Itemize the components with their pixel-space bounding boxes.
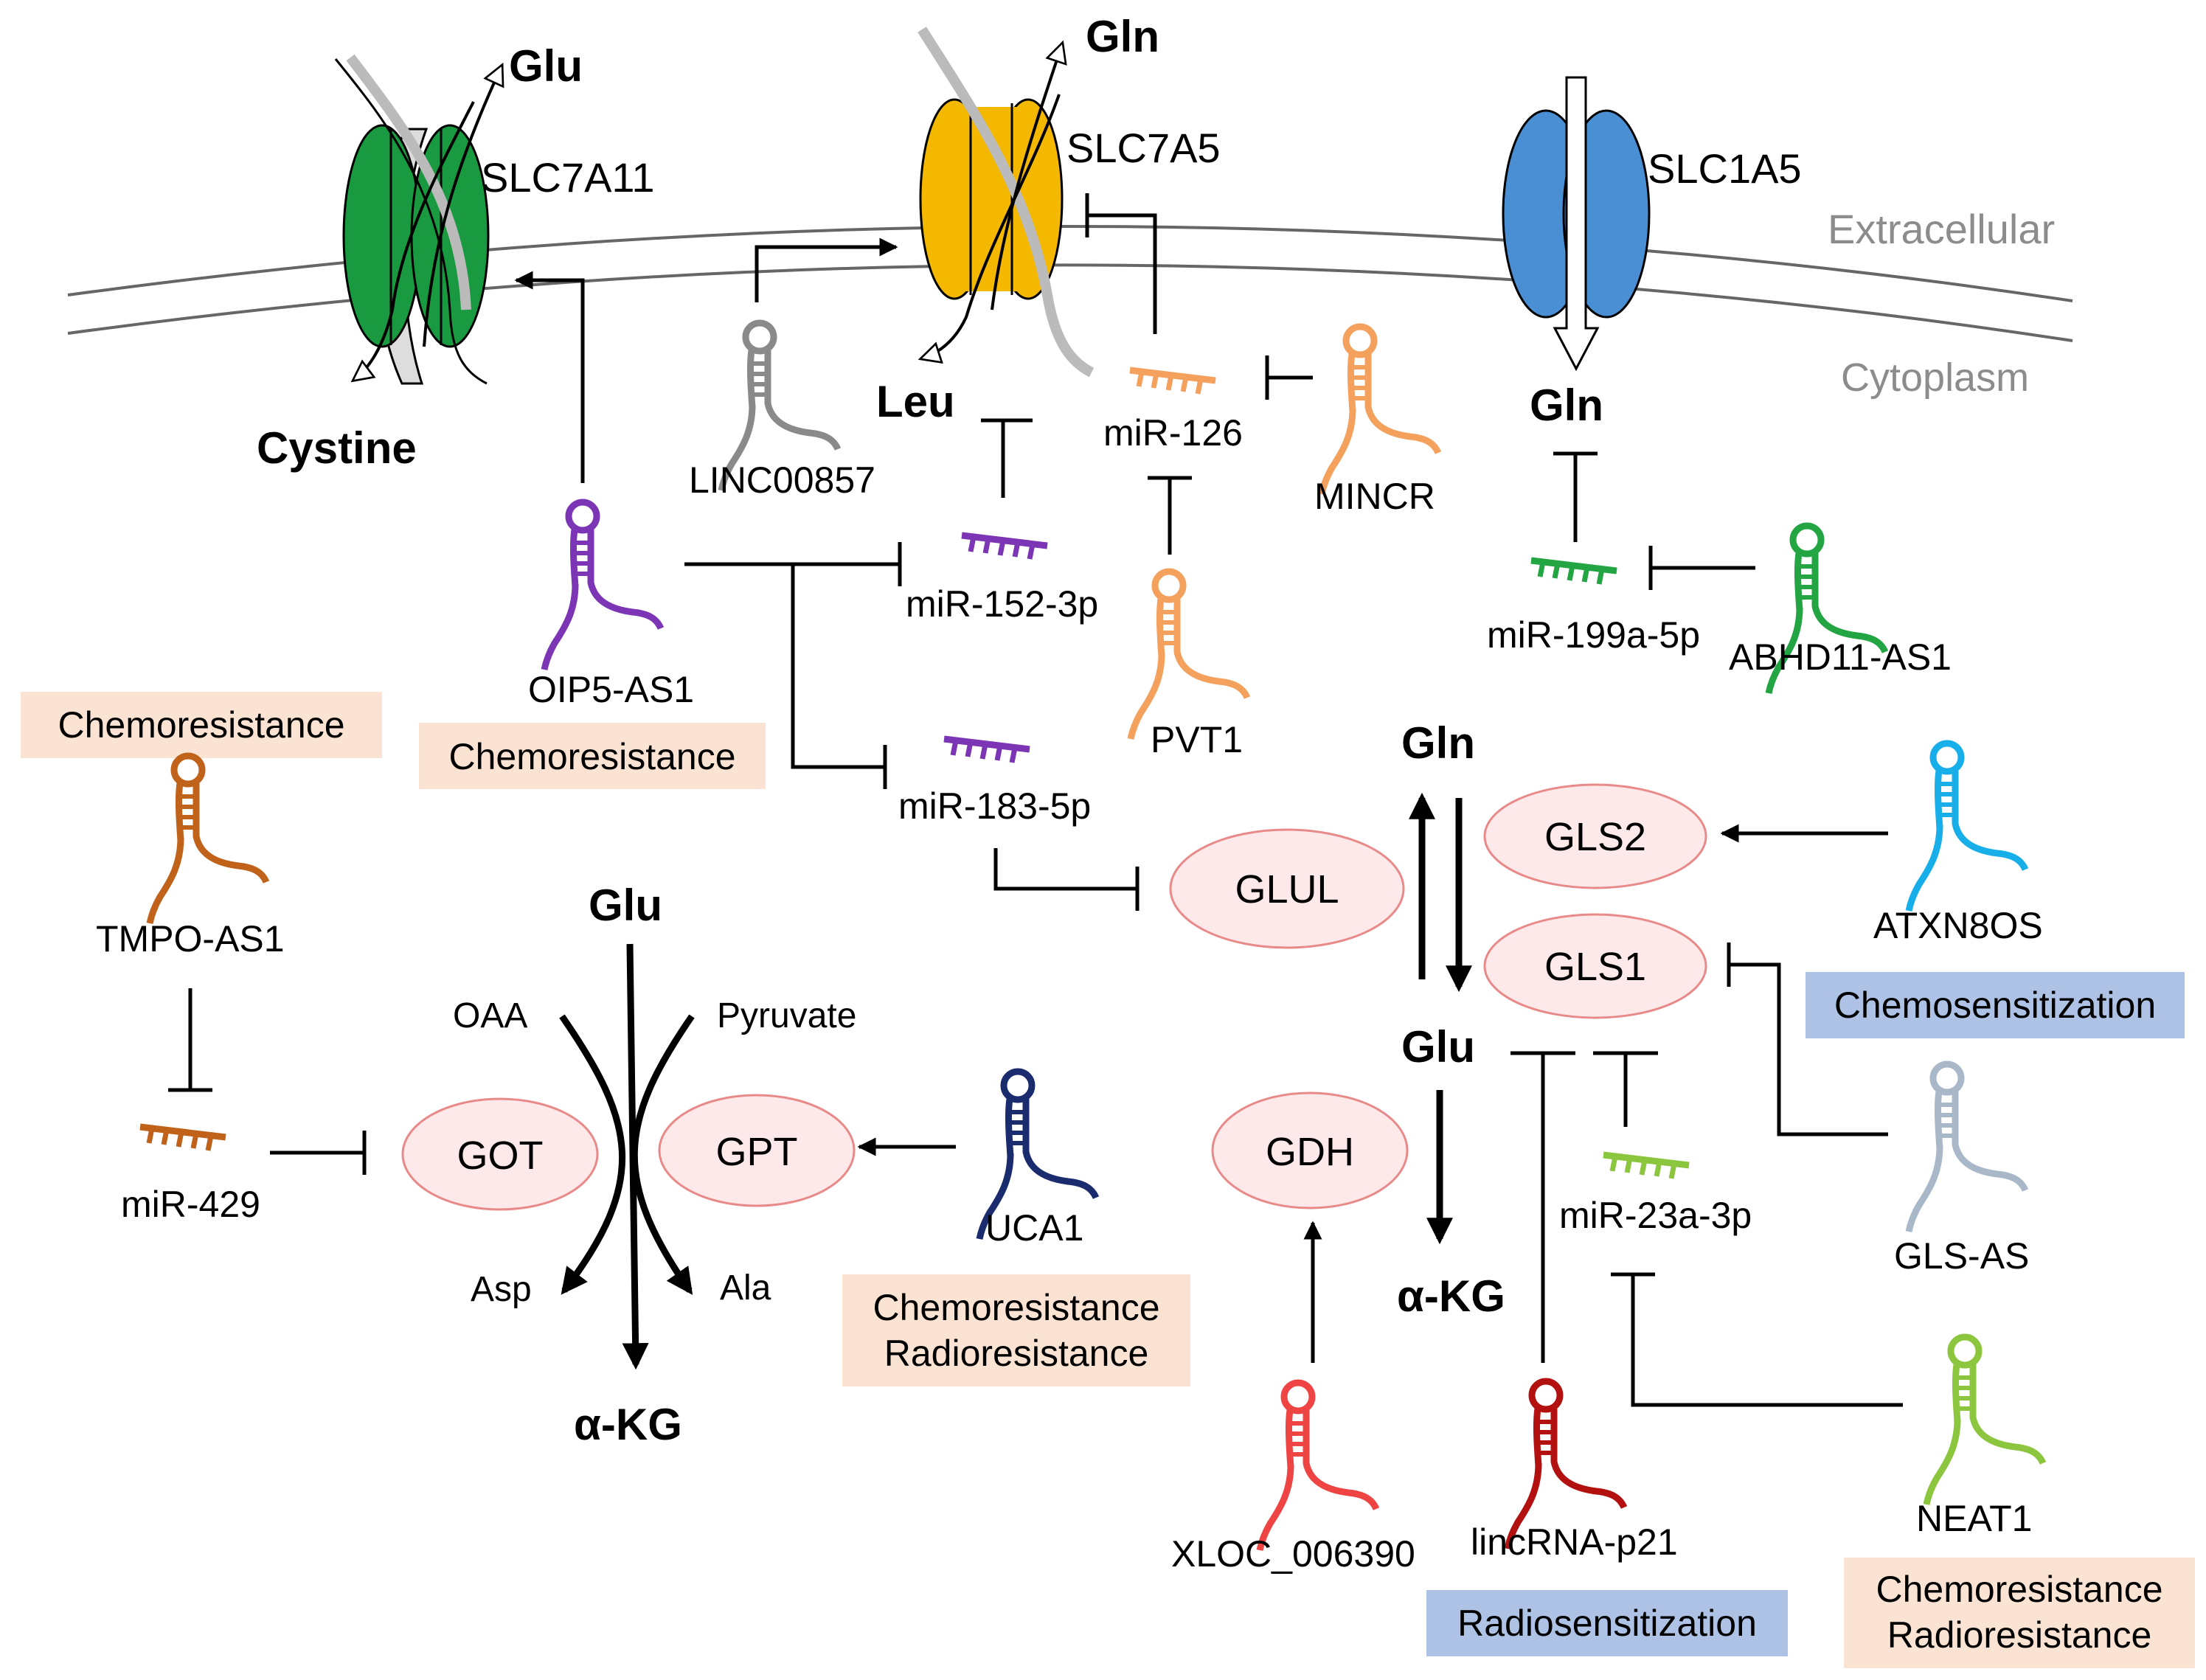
mir152-label: miR-152-3p <box>906 583 1098 625</box>
mir126-inhibits-slc7a5 <box>1085 193 1157 334</box>
slc1a5-transporter <box>1502 76 1651 372</box>
slc1a5-label: SLC1A5 <box>1648 145 1802 192</box>
oip5-as1-inhibits-mir183 <box>791 564 887 789</box>
asp-label: Asp <box>471 1270 532 1309</box>
gls2-enzyme <box>1483 783 1707 889</box>
gdh-enzyme <box>1211 1091 1409 1209</box>
tmpo-as1-rna <box>150 756 266 923</box>
slc7a11-transporter <box>334 54 502 385</box>
neat1-rna <box>1926 1337 2043 1504</box>
ala-label: Ala <box>720 1268 771 1308</box>
gls1-enzyme <box>1483 913 1707 1019</box>
pvt1-rna <box>1131 572 1247 739</box>
gpt-label: GPT <box>715 1130 797 1174</box>
oip5-as1-to-slc7a11-arrow <box>514 271 585 483</box>
gls-as-rna <box>1909 1064 2025 1232</box>
mir429-label: miR-429 <box>121 1184 260 1225</box>
tmpo-chemoresistance-label: Chemoresistance <box>58 704 344 746</box>
glu-extracellular: Glu <box>509 41 583 91</box>
gls-as-label: GLS-AS <box>1894 1235 2029 1277</box>
mir23a-rna <box>1603 1155 1689 1179</box>
mir152-rna <box>962 535 1047 559</box>
glul-label: GLUL <box>1235 867 1339 912</box>
mir23a-inhibits-glu <box>1593 1051 1658 1127</box>
oip5-chemoresistance-box <box>419 723 766 789</box>
mir183-inhibits-glul <box>993 848 1140 911</box>
tmpo-chemoresistance-box <box>21 692 382 758</box>
tmpo-as1-label: TMPO-AS1 <box>96 918 285 959</box>
chemosensitization-label: Chemosensitization <box>1834 985 2156 1026</box>
lincrna-p21-inhibits-glu <box>1510 1051 1575 1363</box>
slc7a5-transporter <box>918 27 1095 378</box>
neat1-resistance-box <box>1844 1558 2195 1668</box>
radiosensitization-box <box>1426 1590 1788 1656</box>
mir199a-inhibits-gln <box>1553 451 1598 542</box>
pyruvate-to-ala-arrow <box>631 1014 695 1295</box>
abhd11-as1-label: ABHD11-AS1 <box>1729 636 1952 678</box>
pvt1-inhibits-mir126 <box>1148 476 1192 555</box>
extracellular-label: Extracellular <box>1828 206 2055 252</box>
got-enzyme <box>401 1097 599 1211</box>
xloc-006390-label: XLOC_006390 <box>1171 1533 1415 1575</box>
gdh-label: GDH <box>1266 1130 1354 1174</box>
lincrna-p21-label: lincRNA-p21 <box>1471 1521 1678 1563</box>
uca1-label: UCA1 <box>985 1207 1083 1249</box>
neat1-inhibits-mir23a <box>1611 1272 1903 1407</box>
gln-extracellular: Gln <box>1086 12 1159 61</box>
gln-cytoplasm-gls: Gln <box>1401 718 1475 768</box>
pyruvate-label: Pyruvate <box>717 996 856 1035</box>
chemosensitization-box <box>1806 972 2185 1038</box>
mir126-label: miR-126 <box>1103 412 1243 454</box>
mir183-label: miR-183-5p <box>898 785 1091 827</box>
mir183-rna <box>944 739 1030 763</box>
atxn8os-label: ATXN8OS <box>1873 905 2043 946</box>
mir429-rna <box>140 1127 226 1150</box>
xloc-006390-rna <box>1260 1383 1376 1550</box>
mir152-inhibits-leu <box>981 418 1033 498</box>
glu-center-label: Glu <box>589 881 662 930</box>
glu-cytoplasm-gls: Glu <box>1401 1022 1475 1072</box>
radiosensitization-label: Radiosensitization <box>1457 1603 1757 1644</box>
glul-enzyme <box>1169 828 1405 949</box>
cytoplasm-label: Cytoplasm <box>1841 355 2029 400</box>
uca1-resistance-box <box>842 1274 1190 1386</box>
oip5-as1-label: OIP5-AS1 <box>528 669 694 710</box>
slc7a11-label: SLC7A11 <box>481 154 655 201</box>
gln-intracellular: Gln <box>1530 381 1603 430</box>
leu-label: Leu <box>876 377 955 426</box>
mir126-rna <box>1130 370 1215 394</box>
gls2-label: GLS2 <box>1544 815 1646 859</box>
abhd11-as1-inhibits-mir199a <box>1648 546 1755 590</box>
mir199a-rna <box>1531 560 1617 584</box>
mir23a-label: miR-23a-3p <box>1559 1195 1752 1236</box>
uca1-radioresistance-label: Radioresistance <box>884 1333 1149 1374</box>
slc7a5-label: SLC7A5 <box>1066 125 1221 171</box>
akg-cytoplasm-gls: α-KG <box>1397 1271 1505 1321</box>
atxn8os-rna <box>1909 743 2025 911</box>
pvt1-label: PVT1 <box>1151 719 1243 760</box>
neat1-chemoresistance-label: Chemoresistance <box>1876 1569 2162 1610</box>
mincr-inhibits-mir126 <box>1265 355 1313 400</box>
akg-center-label: α-KG <box>574 1400 682 1449</box>
gls1-label: GLS1 <box>1544 945 1646 989</box>
neat1-label: NEAT1 <box>1916 1498 2032 1539</box>
mir429-inhibits-got <box>270 1131 367 1175</box>
mincr-label: MINCR <box>1314 476 1435 517</box>
got-label: GOT <box>457 1134 544 1178</box>
mincr-rna <box>1322 327 1438 494</box>
linc00857-to-slc7a5-arrow <box>755 237 898 302</box>
mir199a-label: miR-199a-5p <box>1487 614 1700 656</box>
uca1-chemoresistance-label: Chemoresistance <box>873 1287 1159 1328</box>
gpt-enzyme <box>658 1094 856 1207</box>
cystine-label: Cystine <box>257 423 417 473</box>
neat1-radioresistance-label: Radioresistance <box>1887 1614 2152 1656</box>
oip5-chemoresistance-label: Chemoresistance <box>448 736 735 777</box>
oaa-label: OAA <box>453 996 527 1035</box>
oaa-to-asp-arrow <box>559 1014 625 1295</box>
oip5-as1-rna <box>544 502 661 670</box>
tmpo-as1-inhibits-mir429 <box>168 988 212 1092</box>
linc00857-label: LINC00857 <box>689 459 875 501</box>
gls-as-inhibits-gls1 <box>1727 943 1888 1136</box>
